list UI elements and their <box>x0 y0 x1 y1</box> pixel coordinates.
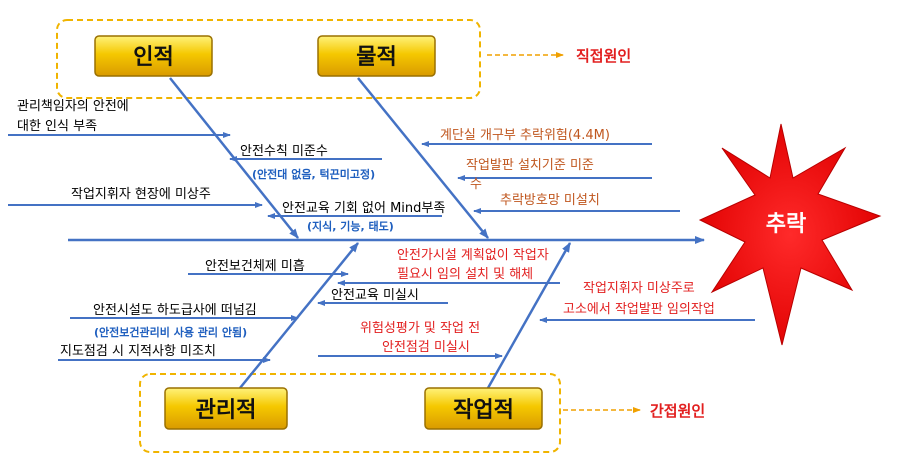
cause-temp-facility-line2: 필요시 임의 설치 및 해체 <box>397 267 533 282</box>
cause-risk-assessment-line2: 안전점검 미실시 <box>382 340 470 355</box>
cause-net-missing: 추락방호망 미설치 <box>500 193 600 208</box>
cause-inspection: 지도점검 시 지적사항 미조치 <box>60 344 216 359</box>
category-material: 물적 <box>317 35 436 77</box>
work-bone <box>486 242 572 389</box>
effect-star: 추락 <box>698 123 882 346</box>
cause-safety-rules: 안전수칙 미준수 <box>240 144 328 159</box>
cause-manager-awareness-line2: 대한 인식 부족 <box>17 119 97 134</box>
direct-cause-legend: 직접원인 <box>576 47 631 65</box>
material-bone <box>357 77 489 239</box>
cause-training-missing: 안전교육 미실시 <box>331 288 419 303</box>
cause-no-training: 안전교육 기회 없어 Mind부족 <box>282 201 445 216</box>
category-human-label: 인적 <box>133 45 173 70</box>
indirect-cause-group <box>139 373 561 453</box>
category-management: 관리적 <box>164 387 288 430</box>
category-material-label: 물적 <box>356 45 396 70</box>
cause-subcontract: 안전시설도 하도급사에 떠넘김 <box>93 303 257 318</box>
cause-safety-rules-detail: (안전대 없음, 턱끈미고정) <box>252 167 375 181</box>
cause-risk-assessment-line1: 위험성평가 및 작업 전 <box>360 321 480 336</box>
direct-cause-group <box>56 19 481 99</box>
cause-safety-system: 안전보건체제 미흡 <box>205 259 305 274</box>
cause-no-training-detail: (지식, 기능, 태도) <box>307 219 394 233</box>
cause-manager-awareness-line1: 관리책임자의 안전에 <box>17 99 129 114</box>
cause-stair-opening: 계단실 개구부 추락위험(4.4M) <box>440 128 610 143</box>
indirect-cause-legend: 간접원인 <box>650 402 705 420</box>
cause-temp-facility-line1: 안전가시설 계획없이 작업자 <box>397 248 549 263</box>
cause-platform-standard: 작업발판 설치기준 미준 <box>466 158 594 173</box>
category-human: 인적 <box>94 35 213 77</box>
management-bone <box>239 242 359 389</box>
category-work-label: 작업적 <box>453 398 514 423</box>
cause-supervisor-high-line2: 고소에서 작업발판 임의작업 <box>563 302 715 317</box>
category-work: 작업적 <box>424 387 543 430</box>
cause-supervisor-high-line1: 작업지휘자 미상주로 <box>583 281 695 296</box>
effect-label: 추락 <box>766 212 806 237</box>
category-management-label: 관리적 <box>196 398 257 423</box>
cause-supervisor-absent: 작업지휘자 현장에 미상주 <box>71 187 211 202</box>
cause-platform-standard-cont: 수 <box>470 177 482 192</box>
cause-subcontract-detail: (안전보건관리비 사용 관리 안됨) <box>94 325 247 339</box>
